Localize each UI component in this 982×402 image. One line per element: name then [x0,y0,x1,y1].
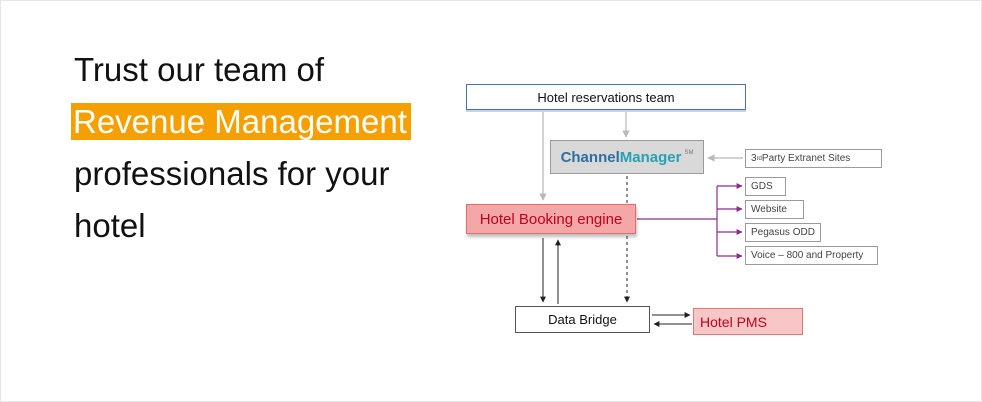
channel-voice-box: Voice – 800 and Property [745,246,878,265]
headline-line-1: Trust our team of [74,51,325,88]
service-mark: SM [684,150,694,156]
channel-website-box: Website [745,200,804,219]
hotel-reservations-team-box: Hotel reservations team [466,84,746,110]
headline-line-3: professionals for your [74,155,390,192]
channel-manager-logo-part-2: Manager [619,148,682,166]
hotel-booking-engine-box: Hotel Booking engine [466,204,636,234]
channel-manager-logo-part-1: Channel [560,148,620,166]
extranet-label: Party Extranet Sites [761,153,851,164]
channel-pegasus-odd-box: Pegasus ODD [745,223,821,242]
data-bridge-box: Data Bridge [515,306,650,333]
channel-gds-box: GDS [745,177,786,196]
extranet-ordinal: rd [756,155,762,162]
headline-line-4: hotel [74,207,146,244]
headline: Trust our team of Revenue Management pro… [71,44,411,252]
extranet-number: 3 [751,153,757,164]
headline-highlight: Revenue Management [71,103,411,140]
hotel-pms-box: Hotel PMS [693,308,803,335]
